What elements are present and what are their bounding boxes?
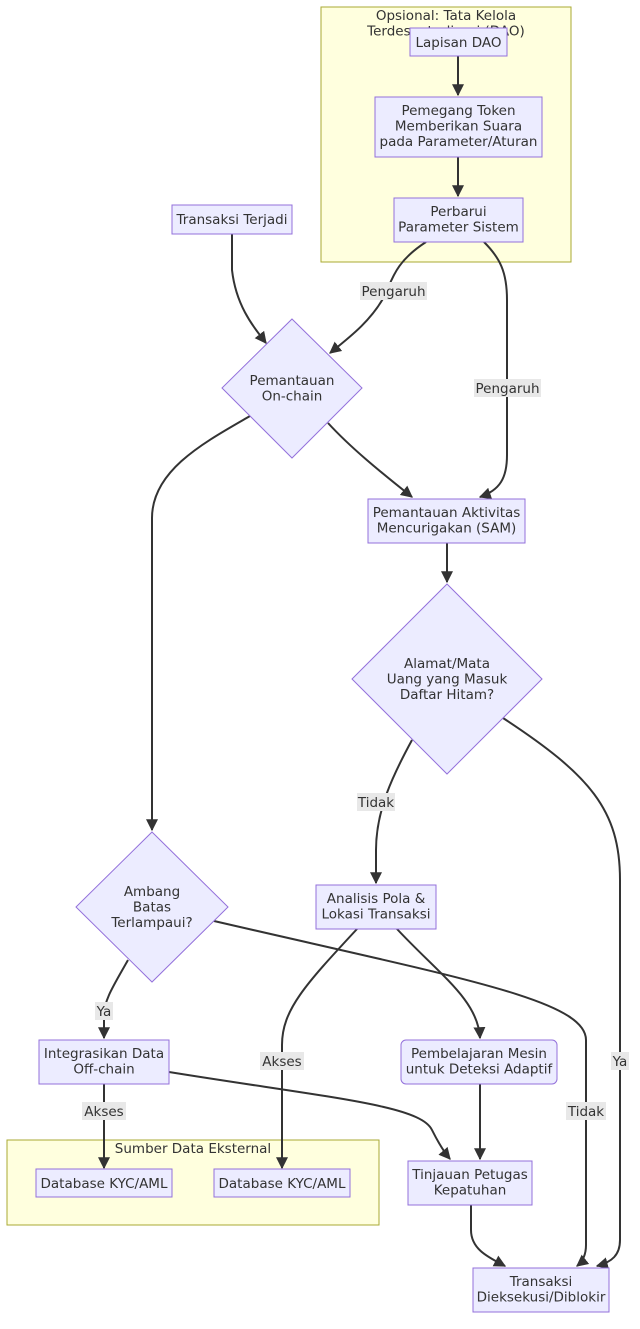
text-line: Pemantauan Aktivitas [373, 505, 521, 521]
text-line: Transaksi [509, 1274, 573, 1290]
edge-review-to-result [470, 1205, 507, 1267]
svg-text:Database KYC/AML: Database KYC/AML [219, 1176, 346, 1192]
svg-text:Tidak: Tidak [567, 1104, 604, 1120]
text-line: Perbarui [430, 204, 486, 220]
svg-text:Database KYC/AML: Database KYC/AML [41, 1176, 168, 1192]
text-line: Kepatuhan [434, 1183, 507, 1199]
svg-text:Lapisan DAO: Lapisan DAO [415, 35, 501, 51]
edge-label-influence-2: Pengaruh [474, 379, 541, 397]
node-kyc-database-1: Database KYC/AML [35, 1168, 173, 1198]
text-line: Pemantauan [250, 373, 335, 389]
text-line: Terlampaui? [110, 915, 192, 931]
edge-blacklist-to-pattern [370, 739, 413, 885]
edge-blacklist-to-result [502, 717, 621, 1270]
text-line: Analisis Pola & [327, 891, 426, 907]
edge-label-influence-1: Pengaruh [360, 282, 427, 300]
edge-pattern-to-kyc2 [276, 928, 358, 1170]
svg-text:Transaksi Terjadi: Transaksi Terjadi [176, 212, 288, 228]
text-line: Mencurigakan (SAM) [377, 521, 517, 537]
node-dao-layer: Lapisan DAO [409, 27, 508, 57]
text-line: Tinjauan Petugas [411, 1167, 528, 1183]
edge-threshold-to-result [213, 920, 590, 1267]
node-transaction-occurs: Transaksi Terjadi [171, 204, 293, 235]
text-line: Pemegang Token [401, 103, 515, 119]
text-line: pada Parameter/Aturan [380, 134, 538, 150]
svg-text:Akses: Akses [84, 1104, 123, 1120]
node-pattern-analysis: Analisis Pola &Lokasi Transaksi [315, 884, 437, 930]
text-line: Opsional: Tata Kelola [376, 8, 516, 24]
edge-threshold-to-offchain [98, 959, 129, 1040]
edge-label-no-threshold: Tidak [566, 1102, 606, 1120]
edge-label-no-blacklist: Tidak [357, 793, 395, 811]
text-line: Pembelajaran Mesin [411, 1046, 547, 1062]
text-line: Daftar Hitam? [400, 687, 494, 703]
text-line: Lokasi Transaksi [321, 907, 430, 923]
svg-text:Pengaruh: Pengaruh [361, 284, 425, 300]
edge-label-access-2: Akses [260, 1052, 304, 1070]
edge-labels: Pengaruh Pengaruh Tidak Ya Ya Tidak Akse… [82, 282, 629, 1120]
svg-text:Analisis Pola &Lokasi Transaks: Analisis Pola &Lokasi Transaksi [321, 891, 430, 923]
svg-text:Ya: Ya [96, 1004, 112, 1020]
svg-text:Ya: Ya [612, 1054, 628, 1070]
text-line: untuk Deteksi Adaptif [406, 1062, 554, 1078]
external-data-cluster-title: Sumber Data Eksternal [115, 1141, 271, 1157]
edge-pattern-to-ml [396, 928, 486, 1040]
edge-onchain-to-sam [327, 422, 413, 498]
edge-offchain-to-review [168, 1071, 451, 1160]
node-kyc-database-2: Database KYC/AML [213, 1168, 351, 1198]
text-line: Integrasikan Data [44, 1046, 164, 1062]
svg-text:Pengaruh: Pengaruh [475, 381, 539, 397]
edge-update-to-sam [478, 241, 508, 500]
text-line: Off-chain [73, 1062, 134, 1078]
svg-text:Tidak: Tidak [357, 795, 394, 811]
edge-tx-to-onchain [231, 234, 267, 344]
edge-label-yes-threshold: Ya [95, 1002, 113, 1020]
edge-label-access-1: Akses [82, 1102, 126, 1120]
text-line: Memberikan Suara [395, 119, 522, 135]
text-line: On-chain [262, 389, 323, 405]
text-line: Ambang [124, 884, 180, 900]
text-line: Batas [133, 900, 171, 916]
text-line: Parameter Sistem [398, 220, 519, 236]
text-line: Alamat/Mata [404, 656, 490, 672]
text-line: Uang yang Masuk [387, 672, 508, 688]
text-line: Dieksekusi/Diblokir [477, 1290, 606, 1306]
edge-onchain-to-threshold [146, 415, 251, 832]
svg-text:Akses: Akses [262, 1054, 301, 1070]
edge-label-yes-blacklist: Ya [611, 1052, 629, 1070]
